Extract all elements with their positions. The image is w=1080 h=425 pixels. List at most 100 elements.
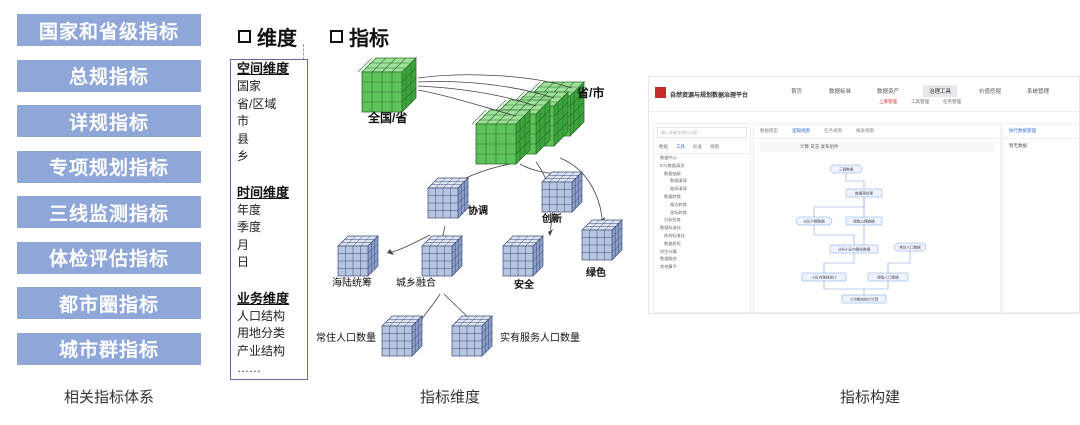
flow-node-label: 常住人口数据 bbox=[899, 245, 921, 250]
indicator-national-provincial[interactable]: 国家和省级指标 bbox=[17, 14, 201, 46]
dim-item: …… bbox=[237, 361, 261, 375]
nav-value-mining[interactable]: 价值挖掘 bbox=[979, 89, 1002, 95]
green-cube bbox=[581, 219, 623, 261]
urban-rural-cube bbox=[421, 235, 463, 277]
app-title: 自然资源与规划数据治理平台 bbox=[670, 93, 749, 99]
flow-node[interactable] bbox=[867, 272, 909, 282]
tree-item[interactable]: 抽样清理 bbox=[670, 186, 687, 192]
flow-node[interactable] bbox=[845, 188, 883, 198]
dim-item: 日 bbox=[237, 255, 250, 269]
flow-node-label: 小区内路线统计 bbox=[811, 275, 837, 280]
sidebar-search-input[interactable]: 输入关键字进行过滤 bbox=[657, 127, 747, 138]
indicator-metropolitan[interactable]: 都市圈指标 bbox=[17, 287, 201, 319]
tree-item[interactable]: 数据质检 bbox=[664, 240, 681, 246]
sidebar-tab[interactable]: 视图 bbox=[710, 144, 719, 149]
tree-item[interactable]: 数据清理 bbox=[670, 178, 687, 184]
label-security: 安全 bbox=[514, 278, 535, 291]
flow-node-label: 提取人口数据 bbox=[877, 275, 899, 280]
indicator-list: 国家和省级指标 总规指标 详规指标 专项规划指标 三线监测指标 体检评估指标 都… bbox=[17, 14, 201, 378]
dim-group-title: 业务维度 bbox=[237, 290, 290, 306]
flow-node[interactable] bbox=[829, 164, 863, 174]
canvas-tab[interactable]: 报表视图 bbox=[856, 128, 874, 133]
flow-node[interactable] bbox=[829, 244, 879, 254]
sidebar-tab[interactable]: 工具 bbox=[676, 144, 685, 149]
tree-item[interactable]: 数据中心 bbox=[660, 155, 677, 160]
tree-item[interactable]: 格式转换 bbox=[670, 201, 687, 207]
subnav-tool-mgmt[interactable]: 工具管理 bbox=[911, 99, 929, 104]
governance-platform-screenshot: 自然资源与规划数据治理平台 首页 数据标准 数据资产 治理工具 价值挖掘 系统管… bbox=[648, 76, 1080, 314]
workflow-canvas[interactable]: 三调数据 数据预处理 分区户籍数据 提取公路数据 分析小区内路线数据 常住人口数… bbox=[754, 155, 1000, 305]
dim-item: 省/区域 bbox=[237, 96, 277, 111]
result-tab[interactable]: 执行数据管理 bbox=[1003, 124, 1079, 139]
app-canvas-panel: 数据模型 逻辑视图 任务视图 报表视图 计算 日志 发布组件 三调数据 bbox=[753, 123, 1001, 313]
tree-item[interactable]: 数据转换 bbox=[664, 193, 681, 199]
tree-item[interactable]: 数据融合 bbox=[660, 256, 677, 262]
flow-node[interactable] bbox=[845, 216, 883, 226]
label-coordination: 协调 bbox=[468, 204, 488, 217]
service-pop-cube bbox=[451, 315, 493, 357]
sidebar-tab[interactable]: 数据 bbox=[659, 144, 668, 149]
flow-node[interactable] bbox=[795, 216, 833, 226]
nav-system-admin[interactable]: 系统管理 bbox=[1027, 89, 1050, 95]
dim-item: 年度 bbox=[237, 202, 262, 217]
canvas-tab[interactable]: 任务视图 bbox=[824, 128, 842, 133]
dim-item: 国家 bbox=[237, 79, 262, 93]
resident-pop-cube bbox=[381, 315, 423, 357]
indicator-city-cluster[interactable]: 城市群指标 bbox=[17, 332, 201, 365]
label-resident-pop: 常住人口数量 bbox=[316, 331, 376, 344]
indicator-cube-diagram: 全国/省 省/市 协调 创新 安全 绿色 海陆统筹 城乡融合 常住人口数量 实有… bbox=[316, 57, 623, 357]
nav-home[interactable]: 首页 bbox=[791, 89, 803, 95]
tree-item[interactable]: 数据标准化 bbox=[660, 225, 681, 231]
subnav-task-mgmt[interactable]: 任务管理 bbox=[943, 99, 961, 104]
nav-governance-tools[interactable]: 治理工具 bbox=[923, 85, 958, 97]
indicator-master-plan[interactable]: 总规指标 bbox=[17, 59, 201, 92]
flow-node-label: 人均路线统计计算 bbox=[850, 297, 879, 302]
right-caption: 指标构建 bbox=[839, 389, 900, 406]
divider bbox=[303, 44, 304, 60]
square-bullet-icon bbox=[238, 30, 251, 43]
sidebar-tab[interactable]: 标准 bbox=[693, 144, 702, 149]
indicator-heading-text: 指标 bbox=[349, 28, 389, 50]
flow-node[interactable] bbox=[893, 242, 927, 252]
indicator-three-lines[interactable]: 三线监测指标 bbox=[17, 196, 201, 228]
indicator-assessment[interactable]: 体检评估指标 bbox=[17, 241, 201, 274]
platform-logo-icon bbox=[655, 87, 666, 98]
subnav-storage[interactable]: 上库管理 bbox=[879, 99, 897, 104]
label-innovation: 创新 bbox=[541, 212, 562, 225]
tree-item[interactable]: ETL数据清洗 bbox=[660, 162, 685, 168]
tree-item[interactable]: 数据抽取 bbox=[664, 170, 681, 176]
tree-item[interactable]: 坐标转换 bbox=[670, 209, 687, 215]
indicator-detailed-plan[interactable]: 详规指标 bbox=[17, 105, 201, 137]
sidebar-tabs: 数据 工具 标准 视图 bbox=[654, 141, 750, 154]
dim-item: 人口结构 bbox=[237, 308, 286, 323]
nav-data-assets[interactable]: 数据资产 bbox=[877, 89, 900, 95]
dim-item: 产业结构 bbox=[237, 343, 286, 358]
flow-node[interactable] bbox=[801, 272, 847, 282]
canvas-toolbar[interactable]: 计算 日志 发布组件 bbox=[760, 142, 994, 152]
dim-group-space: 空间维度 国家 省/区域 市 县 乡 bbox=[237, 60, 307, 166]
dim-item: 市 bbox=[237, 114, 250, 128]
canvas-tab[interactable]: 逻辑视图 bbox=[792, 128, 810, 133]
canvas-tabs: 数据模型 逻辑视图 任务视图 报表视图 bbox=[754, 124, 1000, 139]
tree-item[interactable]: 时空计算 bbox=[660, 248, 677, 254]
dim-item: 用地分类 bbox=[237, 326, 286, 340]
canvas-tab[interactable]: 数据模型 bbox=[760, 128, 778, 133]
nav-data-standard[interactable]: 数据标准 bbox=[829, 89, 852, 95]
workflow-edges bbox=[813, 173, 911, 295]
tree-item[interactable]: 结构标准化 bbox=[664, 232, 685, 238]
flow-node[interactable] bbox=[841, 294, 887, 304]
innovation-cube bbox=[541, 171, 583, 213]
app-result-panel: 执行数据管理 暂无数据 bbox=[1002, 123, 1079, 313]
sea-land-cube bbox=[337, 235, 379, 277]
dim-group-title: 时间维度 bbox=[237, 184, 290, 200]
tree-item[interactable]: 分析检查 bbox=[664, 217, 681, 223]
tree-item[interactable]: 其他算子 bbox=[660, 264, 677, 270]
dim-item: 季度 bbox=[237, 220, 262, 234]
indicator-special-plan[interactable]: 专项规划指标 bbox=[17, 150, 201, 183]
dim-group-title: 空间维度 bbox=[237, 61, 290, 76]
square-bullet-icon bbox=[330, 30, 343, 43]
tool-tree: 数据中心 ETL数据清洗 数据抽取 数据清理 抽样清理 数据转换 格式转换 坐标… bbox=[654, 154, 750, 271]
label-green: 绿色 bbox=[586, 266, 606, 279]
label-province: 省/市 bbox=[576, 85, 604, 100]
dim-item: 县 bbox=[237, 131, 250, 146]
